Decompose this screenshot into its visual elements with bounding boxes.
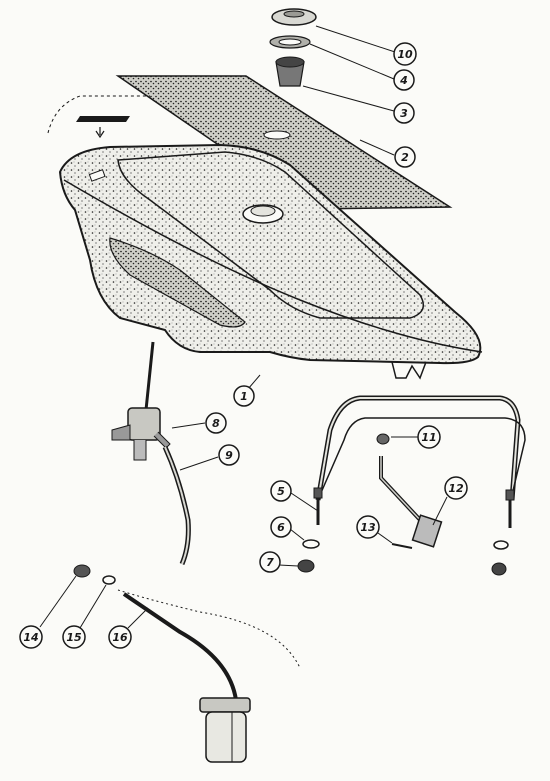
strap-bolt-right (505, 489, 515, 528)
strap-bolt-left (313, 487, 323, 525)
callout-11: 11 (417, 425, 441, 449)
bracket-plate (47, 95, 150, 139)
filler-neck (275, 56, 305, 87)
callout-label: 13 (360, 521, 376, 534)
fuel-filter (117, 589, 301, 763)
callout-14: 14 (19, 625, 43, 649)
callout-16: 16 (108, 625, 132, 649)
callout-5: 5 (270, 480, 292, 502)
callout-6: 6 (270, 516, 292, 538)
callout-label: 7 (266, 556, 274, 569)
callout-2: 2 (394, 146, 416, 168)
callout-label: 11 (421, 431, 436, 444)
callout-label: 8 (212, 417, 220, 430)
callout-label: 12 (448, 482, 464, 495)
callout-3: 3 (393, 102, 415, 124)
callout-7: 7 (259, 551, 281, 573)
clamp-rod (379, 456, 443, 548)
callout-label: 10 (397, 48, 413, 61)
callout-8: 8 (205, 412, 227, 434)
callout-label: 1 (240, 390, 248, 403)
callouts: 10 4 3 2 1 8 9 11 12 5 6 13 7 14 15 16 (19, 42, 468, 649)
washer-right (493, 540, 509, 550)
callout-10: 10 (393, 42, 417, 66)
callout-13: 13 (356, 515, 380, 539)
filler-seal-ring (269, 35, 311, 49)
nut-small (376, 433, 390, 445)
callout-4: 4 (393, 69, 415, 91)
callout-9: 9 (218, 444, 240, 466)
callout-label: 14 (23, 631, 38, 644)
callout-label: 3 (400, 107, 408, 120)
callout-label: 15 (66, 631, 82, 644)
callout-label: 2 (401, 151, 409, 164)
split-pin (391, 543, 413, 549)
callout-label: 9 (225, 449, 233, 462)
callout-15: 15 (62, 625, 86, 649)
washer-left (302, 539, 320, 549)
callout-label: 16 (112, 631, 128, 644)
callout-label: 4 (399, 74, 408, 87)
tank-strap-frame (315, 395, 526, 501)
bottom-washer (102, 575, 116, 585)
callout-12: 12 (444, 476, 468, 500)
callout-1: 1 (233, 385, 255, 407)
filler-cap (271, 8, 317, 26)
leader-lines (39, 25, 448, 629)
callout-label: 6 (277, 521, 285, 534)
fuel-tank (58, 143, 483, 380)
nut-right (491, 562, 507, 576)
bottom-nut (73, 564, 91, 578)
nut-left (297, 559, 315, 573)
callout-label: 5 (277, 485, 285, 498)
fuel-tap (111, 341, 171, 461)
